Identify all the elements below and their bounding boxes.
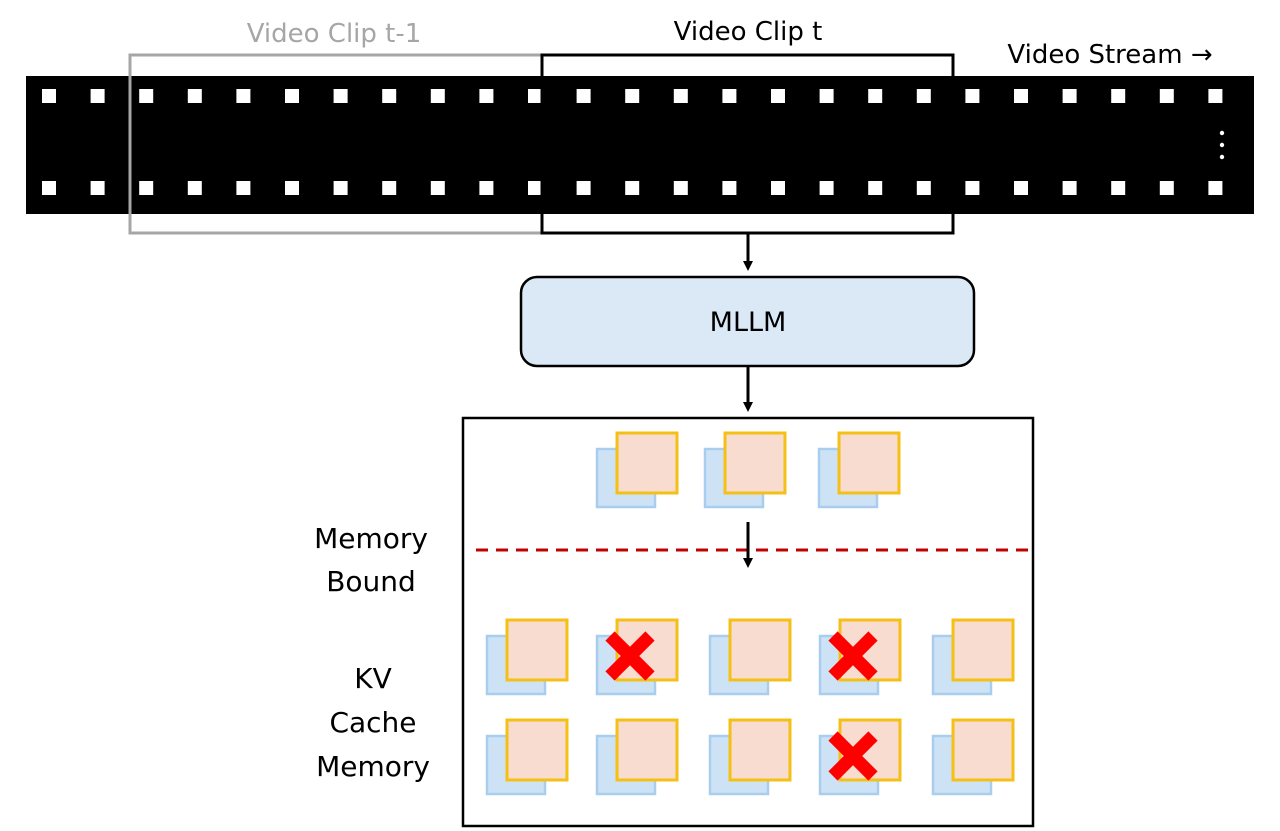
x-mark-icon — [828, 631, 878, 681]
new-kv-tokens — [595, 431, 901, 509]
sprocket-hole — [187, 89, 202, 103]
sprocket-hole — [819, 181, 834, 195]
cached-kv-token — [931, 618, 1015, 696]
sprocket-hole — [236, 89, 251, 103]
new-kv-token — [703, 431, 787, 509]
sprocket-hole — [916, 181, 931, 195]
memory-bound-label-line1: Memory — [314, 522, 428, 555]
sprocket-hole — [868, 181, 883, 195]
sprocket-hole — [1014, 89, 1028, 103]
video-clip-t-label: Video Clip t — [674, 17, 823, 47]
evicted-kv-token — [595, 618, 679, 696]
sprocket-hole — [528, 89, 542, 103]
sprocket-hole — [139, 181, 154, 195]
cached-kv-token — [595, 718, 679, 796]
sprocket-hole — [722, 89, 737, 103]
evicted-kv-token — [818, 718, 902, 796]
key-cache-square — [615, 431, 679, 495]
sprocket-hole — [382, 181, 397, 195]
new-kv-token — [817, 431, 901, 509]
cached-kv-token — [708, 718, 792, 796]
mllm-label: MLLM — [710, 307, 787, 338]
sprocket-hole — [187, 181, 202, 195]
sprocket-hole — [722, 181, 737, 195]
evicted-kv-token — [818, 618, 902, 696]
kv-cache-grid — [485, 618, 1015, 796]
sprocket-hole — [965, 181, 980, 195]
cached-kv-token — [485, 718, 569, 796]
vertical-ellipsis-icon — [1219, 130, 1225, 160]
sprocket-hole — [1159, 89, 1174, 103]
key-cache-square — [837, 431, 901, 495]
sprocket-hole — [430, 181, 445, 195]
cached-kv-token — [708, 618, 792, 696]
sprocket-hole — [479, 89, 494, 103]
sprocket-hole — [333, 181, 348, 195]
sprocket-hole — [90, 181, 105, 195]
new-kv-token — [595, 431, 679, 509]
sprocket-hole — [1208, 181, 1223, 195]
sprocket-hole — [625, 181, 640, 195]
sprocket-hole — [868, 89, 883, 103]
x-mark-icon — [605, 631, 655, 681]
sprocket-hole — [1062, 89, 1077, 103]
sprocket-hole — [819, 89, 834, 103]
sprocket-hole — [90, 89, 105, 103]
sprocket-hole — [236, 181, 251, 195]
kv-cache-label-line3: Memory — [316, 750, 430, 783]
cached-kv-token — [485, 618, 569, 696]
sprocket-hole — [1111, 89, 1126, 103]
key-cache-square — [951, 718, 1015, 782]
sprocket-hole — [576, 181, 591, 195]
sprocket-hole — [576, 89, 591, 103]
kv-cache-label-line1: KV — [354, 662, 392, 695]
key-cache-square — [505, 718, 569, 782]
key-cache-square — [728, 618, 792, 682]
video-stream-label: Video Stream → — [1007, 40, 1212, 70]
sprocket-hole — [382, 89, 397, 103]
key-cache-square — [728, 718, 792, 782]
sprocket-hole — [1159, 181, 1174, 195]
sprocket-hole — [625, 89, 640, 103]
video-clip-t-minus-1-label: Video Clip t-1 — [247, 19, 422, 49]
sprocket-hole — [333, 89, 348, 103]
sprocket-hole — [479, 181, 494, 195]
sprocket-hole — [1062, 181, 1077, 195]
kv-cache-label-line2: Cache — [329, 706, 416, 739]
sprocket-hole — [916, 89, 931, 103]
sprocket-hole — [528, 181, 542, 195]
sprocket-hole — [1208, 89, 1223, 103]
key-cache-square — [723, 431, 787, 495]
sprocket-hole — [1111, 181, 1126, 195]
sprocket-hole — [42, 181, 56, 195]
video-clip-t-frame — [540, 53, 955, 235]
sprocket-hole — [673, 89, 688, 103]
sprocket-hole — [42, 89, 56, 103]
memory-bound-label-line2: Bound — [326, 565, 416, 598]
x-mark-icon — [828, 731, 878, 781]
sprocket-hole — [430, 89, 445, 103]
key-cache-square — [615, 718, 679, 782]
sprocket-hole — [771, 181, 785, 195]
sprocket-holes — [42, 89, 1223, 195]
sprocket-hole — [965, 89, 980, 103]
video-stream-filmstrip — [26, 76, 1254, 214]
film-strip — [26, 76, 1254, 214]
sprocket-hole — [285, 181, 299, 195]
sprocket-hole — [139, 89, 154, 103]
key-cache-square — [505, 618, 569, 682]
key-cache-square — [951, 618, 1015, 682]
sprocket-hole — [285, 89, 299, 103]
sprocket-hole — [673, 181, 688, 195]
sprocket-hole — [771, 89, 785, 103]
cached-kv-token — [931, 718, 1015, 796]
sprocket-hole — [1014, 181, 1028, 195]
